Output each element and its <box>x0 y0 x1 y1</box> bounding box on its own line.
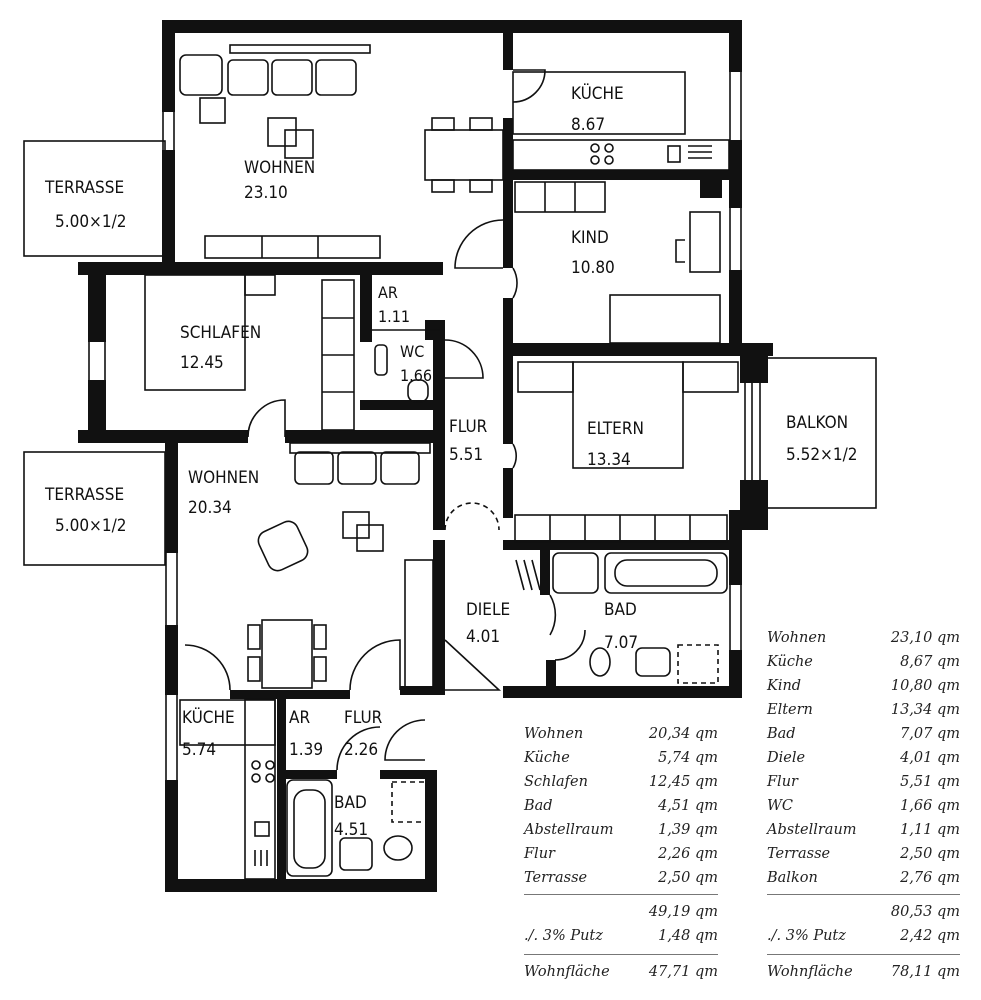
wohnen-top-area: 23.10 <box>244 183 288 203</box>
diele-area: 4.01 <box>466 627 500 647</box>
kueche-bottom-area: 5.74 <box>182 740 216 760</box>
table-right-value: 2,50 qm <box>900 846 960 862</box>
wohnen-bottom-name: WOHNEN <box>188 468 259 488</box>
table-left-value: 2,26 qm <box>658 846 718 862</box>
flur-bottom-name: FLUR <box>344 708 383 728</box>
table-right-label: Terrasse <box>767 846 831 862</box>
windows <box>88 72 753 780</box>
table-right-divider <box>767 894 960 895</box>
ar-bottom-name: AR <box>289 708 310 728</box>
balcony-outline <box>759 357 877 509</box>
table-right-putz-value: 2,42 qm <box>900 928 960 944</box>
table-right-label: Eltern <box>767 702 813 718</box>
area-table-left: Wohnen 20,34 qm Küche 5,74 qm Schlafen 12,4… <box>524 722 718 984</box>
table-left-label: Wohnen <box>524 726 584 742</box>
table-left-total-label: Wohnfläche <box>524 964 610 980</box>
ar-bottom-area: 1.39 <box>289 740 323 760</box>
table-left-label: Abstellraum <box>524 822 614 838</box>
table-right-divider <box>767 954 960 955</box>
terrasse-bottom-area: 5.00×1/2 <box>55 516 126 536</box>
balkon-area: 5.52×1/2 <box>786 445 857 465</box>
furniture <box>144 44 739 880</box>
flur-top-area: 5.51 <box>449 445 483 465</box>
terrasse-top-area: 5.00×1/2 <box>55 212 126 232</box>
table-right-label: Balkon <box>767 870 818 886</box>
wohnen-top-name: WOHNEN <box>244 158 315 178</box>
table-right-value: 10,80 qm <box>890 678 960 694</box>
table-right-label: Wohnen <box>767 630 827 646</box>
table-left-sum: 49,19 qm <box>648 904 718 920</box>
table-right-sum: 80,53 qm <box>890 904 960 920</box>
bad-bottom-area: 4.51 <box>334 820 368 840</box>
table-right-total-value: 78,11 qm <box>890 964 960 980</box>
table-left-value: 12,45 qm <box>648 774 718 790</box>
table-right-value: 13,34 qm <box>890 702 960 718</box>
schlafen-name: SCHLAFEN <box>180 323 261 343</box>
table-left-label: Küche <box>524 750 570 766</box>
table-right-value: 5,51 qm <box>900 774 960 790</box>
table-right-value: 23,10 qm <box>890 630 960 646</box>
table-left-value: 5,74 qm <box>658 750 718 766</box>
table-right-value: 1,66 qm <box>900 798 960 814</box>
table-right-label: Abstellraum <box>767 822 857 838</box>
ar-top-area: 1.11 <box>378 307 410 326</box>
table-left-label: Terrasse <box>524 870 588 886</box>
table-right-label: WC <box>767 798 793 814</box>
diele-name: DIELE <box>466 600 510 620</box>
room-labels: TERRASSE 5.00×1/2 WOHNEN 23.10 KÜCHE 8.6… <box>44 82 857 840</box>
terrasse-top-name: TERRASSE <box>44 178 124 198</box>
kind-name: KIND <box>571 228 609 248</box>
table-left-value: 2,50 qm <box>658 870 718 886</box>
terrace-top-outline <box>23 140 166 257</box>
schlafen-area: 12.45 <box>180 353 224 373</box>
table-left-putz-value: 1,48 qm <box>658 928 718 944</box>
table-right-label: Bad <box>767 726 796 742</box>
area-table-right: Wohnen 23,10 qm Küche 8,67 qm Kind 10,80 qm… <box>767 626 960 984</box>
kueche-bottom-name: KÜCHE <box>182 706 235 728</box>
bad-top-name: BAD <box>604 600 637 620</box>
doors <box>184 69 586 771</box>
eltern-area: 13.34 <box>587 450 631 470</box>
table-left-label: Schlafen <box>524 774 588 790</box>
table-right-label: Diele <box>767 750 806 766</box>
table-left-putz-label: ./. 3% Putz <box>524 928 603 944</box>
eltern-name: ELTERN <box>587 419 644 439</box>
table-left-total-value: 47,71 qm <box>648 964 718 980</box>
bad-top-area: 7.07 <box>604 633 638 653</box>
kind-area: 10.80 <box>571 258 615 278</box>
table-right-total-label: Wohnfläche <box>767 964 853 980</box>
wc-name: WC <box>400 342 424 361</box>
bad-bottom-name: BAD <box>334 793 367 813</box>
table-right-value: 7,07 qm <box>900 726 960 742</box>
terrace-bottom-outline <box>23 451 166 566</box>
table-right-label: Küche <box>767 654 813 670</box>
flur-bottom-area: 2.26 <box>344 740 378 760</box>
table-right-putz-label: ./. 3% Putz <box>767 928 846 944</box>
balkon-name: BALKON <box>786 413 848 433</box>
table-left-value: 1,39 qm <box>658 822 718 838</box>
table-right-value: 2,76 qm <box>900 870 960 886</box>
table-right-value: 8,67 qm <box>900 654 960 670</box>
flur-top-name: FLUR <box>449 417 488 437</box>
terrasse-bottom-name: TERRASSE <box>44 485 124 505</box>
wc-area: 1.66 <box>400 366 432 385</box>
table-right-value: 4,01 qm <box>900 750 960 766</box>
kueche-top-name: KÜCHE <box>571 82 624 104</box>
walls <box>78 20 773 892</box>
wohnen-bottom-area: 20.34 <box>188 498 232 518</box>
table-left-label: Bad <box>524 798 553 814</box>
ar-top-name: AR <box>378 283 398 302</box>
table-right-label: Flur <box>767 774 798 790</box>
table-left-divider <box>524 894 718 895</box>
kueche-top-area: 8.67 <box>571 115 605 135</box>
table-left-value: 4,51 qm <box>658 798 718 814</box>
table-left-value: 20,34 qm <box>648 726 718 742</box>
table-left-divider <box>524 954 718 955</box>
table-right-label: Kind <box>767 678 802 694</box>
table-right-value: 1,11 qm <box>900 822 960 838</box>
table-left-label: Flur <box>524 846 555 862</box>
